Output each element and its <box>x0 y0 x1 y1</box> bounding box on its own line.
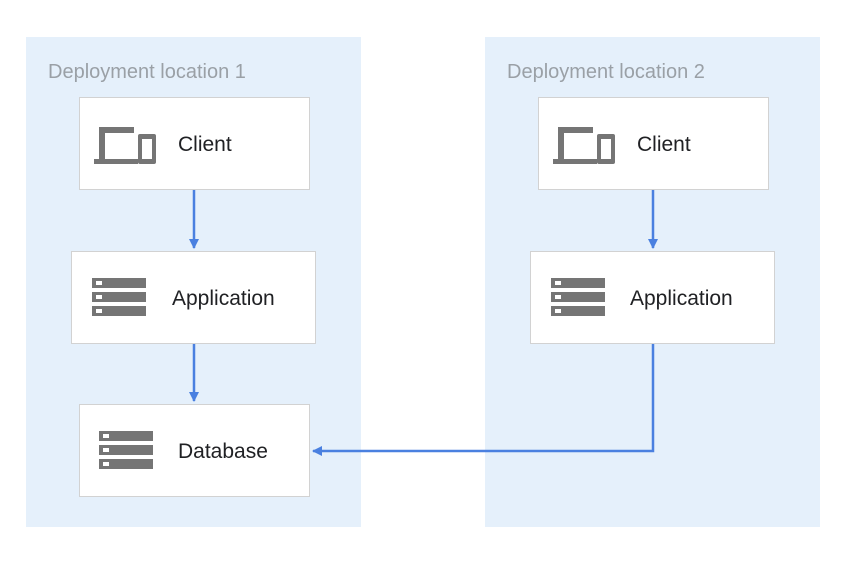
database-node-location-1[interactable]: Database <box>79 404 310 497</box>
server-stack-icon <box>99 431 153 469</box>
application-node-location-1[interactable]: Application <box>71 251 316 344</box>
server-stack-icon <box>92 278 146 316</box>
devices-icon <box>553 127 615 164</box>
client-node-location-1[interactable]: Client <box>79 97 310 190</box>
node-label: Application <box>172 287 275 310</box>
node-label: Client <box>637 133 691 156</box>
node-label: Client <box>178 133 232 156</box>
devices-icon <box>94 127 156 164</box>
application-node-location-2[interactable]: Application <box>530 251 775 344</box>
client-node-location-2[interactable]: Client <box>538 97 769 190</box>
node-label: Database <box>178 440 268 463</box>
server-stack-icon <box>551 278 605 316</box>
node-label: Application <box>630 287 733 310</box>
zone-title: Deployment location 1 <box>48 61 246 83</box>
zone-title: Deployment location 2 <box>507 61 705 83</box>
